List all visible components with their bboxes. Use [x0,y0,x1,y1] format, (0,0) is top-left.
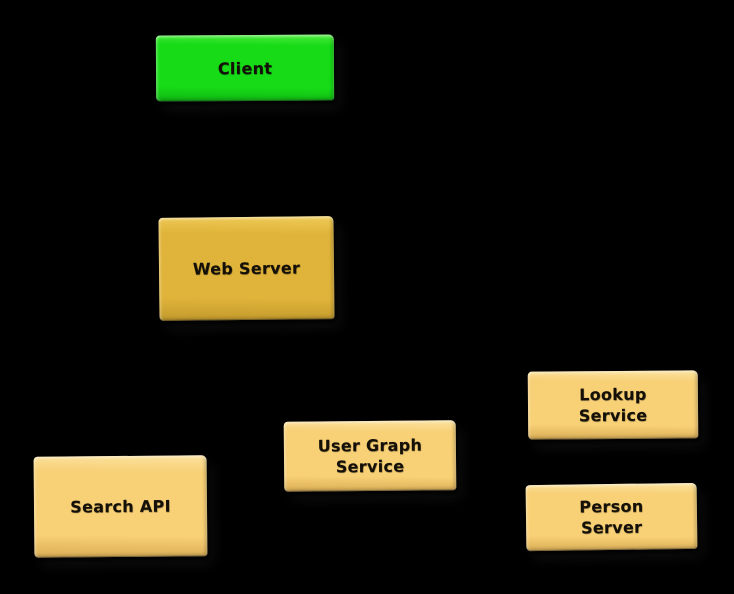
diagram-node-lookup-service: Lookup Service [527,370,699,440]
diagram-node-label: Search API [70,496,171,517]
diagram-node-web-server: Web Server [158,216,335,321]
diagram-node-user-graph-service: User Graph Service [283,420,457,492]
diagram-node-label: Client [217,58,273,78]
diagram-node-label: Lookup Service [578,384,648,426]
diagram-node-label: User Graph Service [317,435,423,477]
diagram-node-search-api: Search API [33,455,208,558]
diagram-node-person-server: Person Server [525,482,698,552]
diagram-node-client: Client [155,34,335,102]
diagram-node-label: Person Server [579,496,644,538]
diagram-node-label: Web Server [192,258,301,279]
